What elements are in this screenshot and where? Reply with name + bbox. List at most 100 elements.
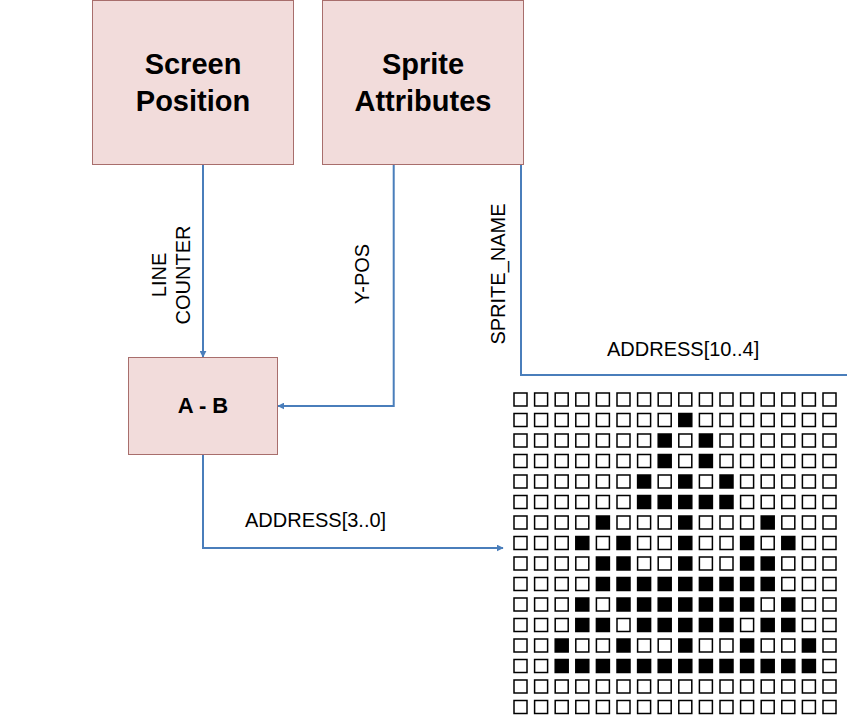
sprite-pixel [761,414,774,427]
sprite-pixel [658,434,671,447]
sprite-pixel [699,639,712,652]
sprite-pixel [555,434,568,447]
sprite-pixel [761,639,774,652]
sprite-pixel [761,455,774,468]
sprite-pixel [658,578,671,591]
sprite-pixel [802,619,815,632]
sprite-pixel [617,475,630,488]
sprite-pixel [576,701,589,714]
sprite-pixel [782,598,795,611]
signal-arrow [278,165,394,406]
sprite-pixel [720,434,733,447]
sprite-pixel [741,516,754,529]
sprite-pixel [761,598,774,611]
sprite-pixel [514,557,527,570]
sprite-pixel [823,557,836,570]
sprite-pixel [782,619,795,632]
sprite-pixel [699,680,712,693]
subtractor-box: A - B [128,357,278,455]
signal-arrow [202,165,204,357]
sprite-pixel [555,393,568,406]
sprite-pixel [576,557,589,570]
sprite-pixel [617,680,630,693]
process-box: Screen Position [92,0,294,165]
sprite-pixel [576,414,589,427]
sprite-pixel [638,455,651,468]
sprite-pixel [535,475,548,488]
sprite-pixel [720,639,733,652]
sprite-pixel [699,455,712,468]
sprite-pixel [617,660,630,673]
sprite-pixel [617,619,630,632]
sprite-pixel [720,680,733,693]
sprite-pixel [823,496,836,509]
signal-name: Y-POS [350,229,374,319]
sprite-pixel [802,434,815,447]
sprite-pixel [617,537,630,550]
sprite-pixel [576,639,589,652]
sprite-pixel [679,434,692,447]
sprite-pixel [823,475,836,488]
sprite-pixel [802,414,815,427]
address-bits: ADDRESS[10..4] [607,337,759,361]
sprite-pixel [576,393,589,406]
sprite-pixel [761,475,774,488]
sprite-pixel [823,578,836,591]
sprite-pixel [658,537,671,550]
sprite-pixel [596,680,609,693]
sprite-pixel [782,680,795,693]
sprite-pixel [514,537,527,550]
sprite-pixel [823,414,836,427]
sprite-pixel [535,598,548,611]
sprite-pixel [823,660,836,673]
sprite-pixel [535,393,548,406]
sprite-pixel [823,619,836,632]
sprite-pixel [679,680,692,693]
sprite-pixel [741,475,754,488]
sprite-pixel [514,434,527,447]
sprite-pixel [638,557,651,570]
sprite-pixel [576,434,589,447]
sprite-pixel [514,496,527,509]
sprite-pixel [658,393,671,406]
sprite-pixel [617,701,630,714]
sprite-pixel [782,434,795,447]
sprite-pixel [596,455,609,468]
sprite-pixel [802,475,815,488]
sprite-pixel [741,537,754,550]
sprite-pixel [658,516,671,529]
sprite-pixel [823,537,836,550]
sprite-pixel [596,619,609,632]
sprite-pixel [720,660,733,673]
sprite-pixel [514,475,527,488]
sprite-pixel [782,414,795,427]
sprite-pixel [720,414,733,427]
sprite-pixel [555,639,568,652]
sprite-pixel [741,578,754,591]
sprite-pixel [802,537,815,550]
sprite-pixel [720,578,733,591]
sprite-pixel [535,557,548,570]
sprite-pixel [535,701,548,714]
sprite-pixel [555,455,568,468]
sprite-pixel [823,598,836,611]
sprite-pixel [638,619,651,632]
sprite-pixel [782,393,795,406]
sprite-pixel [638,701,651,714]
sprite-pixel [535,496,548,509]
sprite-pixel [761,537,774,550]
sprite-pixel [802,455,815,468]
sprite-pixel [782,475,795,488]
sprite-pixel [658,455,671,468]
sprite-pixel [596,557,609,570]
sprite-pixel [782,537,795,550]
sprite-pixel [596,578,609,591]
sprite-pixel [555,701,568,714]
sprite-pixel [514,680,527,693]
sprite-pixel [658,496,671,509]
sprite-pixel [679,475,692,488]
sprite-pixel [699,701,712,714]
sprite-pixel [638,414,651,427]
sprite-pixel [596,434,609,447]
